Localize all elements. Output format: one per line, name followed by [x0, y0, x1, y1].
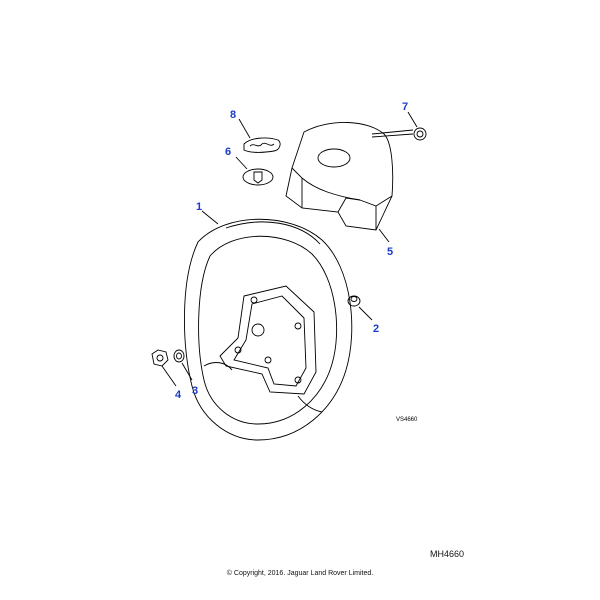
- callout-2: 2: [373, 323, 379, 335]
- copyright-notice: © Copyright, 2016. Jaguar Land Rover Lim…: [226, 570, 374, 577]
- callout-3: 3: [192, 385, 198, 397]
- leader-lines: [161, 111, 418, 387]
- sheet-id: MH4660: [430, 549, 465, 559]
- callout-1: 1: [196, 201, 202, 213]
- script-badge-part-8: [243, 137, 281, 153]
- steering-wheel-rim: [183, 218, 353, 441]
- callout-4: 4: [175, 389, 182, 401]
- diagram-reference: VS4660: [396, 417, 418, 423]
- washer-part-3: [173, 349, 185, 363]
- fastener-part-7: [371, 127, 427, 141]
- nut-part-4: [151, 349, 169, 367]
- emblem-part-6: [242, 168, 274, 186]
- callout-8: 8: [230, 109, 236, 121]
- callout-5: 5: [387, 246, 393, 258]
- steering-wheel-hub: [203, 285, 323, 413]
- nut-part-2: [347, 295, 361, 307]
- callout-7: 7: [402, 101, 408, 113]
- horn-pad-part-5: [285, 122, 394, 231]
- callout-6: 6: [225, 146, 231, 158]
